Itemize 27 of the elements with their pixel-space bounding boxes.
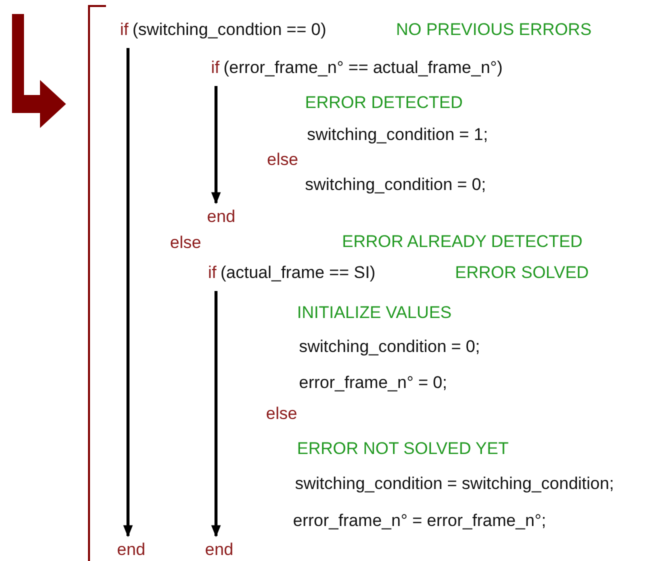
keyword: else — [266, 404, 298, 424]
arrow — [123, 48, 133, 538]
code-text: error_frame_n° = 0; — [299, 373, 448, 393]
comment-text: ERROR ALREADY DETECTED — [342, 232, 583, 252]
keyword: end — [207, 207, 236, 226]
code-text: switching_condition = switching_condition; — [295, 474, 614, 494]
keyword: else — [170, 233, 202, 253]
comment-text: ERROR NOT SOLVED YET — [297, 439, 509, 459]
arrow — [211, 291, 221, 538]
code-text: switching_condition = 1; — [307, 125, 488, 145]
keyword: if — [120, 20, 128, 39]
comment-text: NO PREVIOUS ERRORS — [396, 20, 592, 40]
keyword: end — [205, 540, 234, 559]
arrow — [211, 86, 221, 204]
keyword: else — [267, 150, 298, 170]
condition-text: (actual_frame == SI) — [220, 263, 376, 282]
keyword: if — [211, 58, 220, 77]
code-text: error_frame_n° = error_frame_n°; — [293, 511, 546, 531]
keyword: end — [117, 540, 146, 559]
code-text: switching_condition = 0; — [299, 337, 480, 357]
code-text: switching_condition = 0; — [305, 175, 486, 195]
comment-text: ERROR DETECTED — [305, 93, 463, 113]
comment-text: ERROR SOLVED — [455, 263, 589, 283]
comment-text: INITIALIZE VALUES — [297, 303, 452, 323]
keyword: if — [208, 263, 216, 282]
condition-text: (error_frame_n° == actual_frame_n°) — [224, 58, 503, 77]
condition-text: (switching_condtion == 0) — [132, 20, 326, 39]
